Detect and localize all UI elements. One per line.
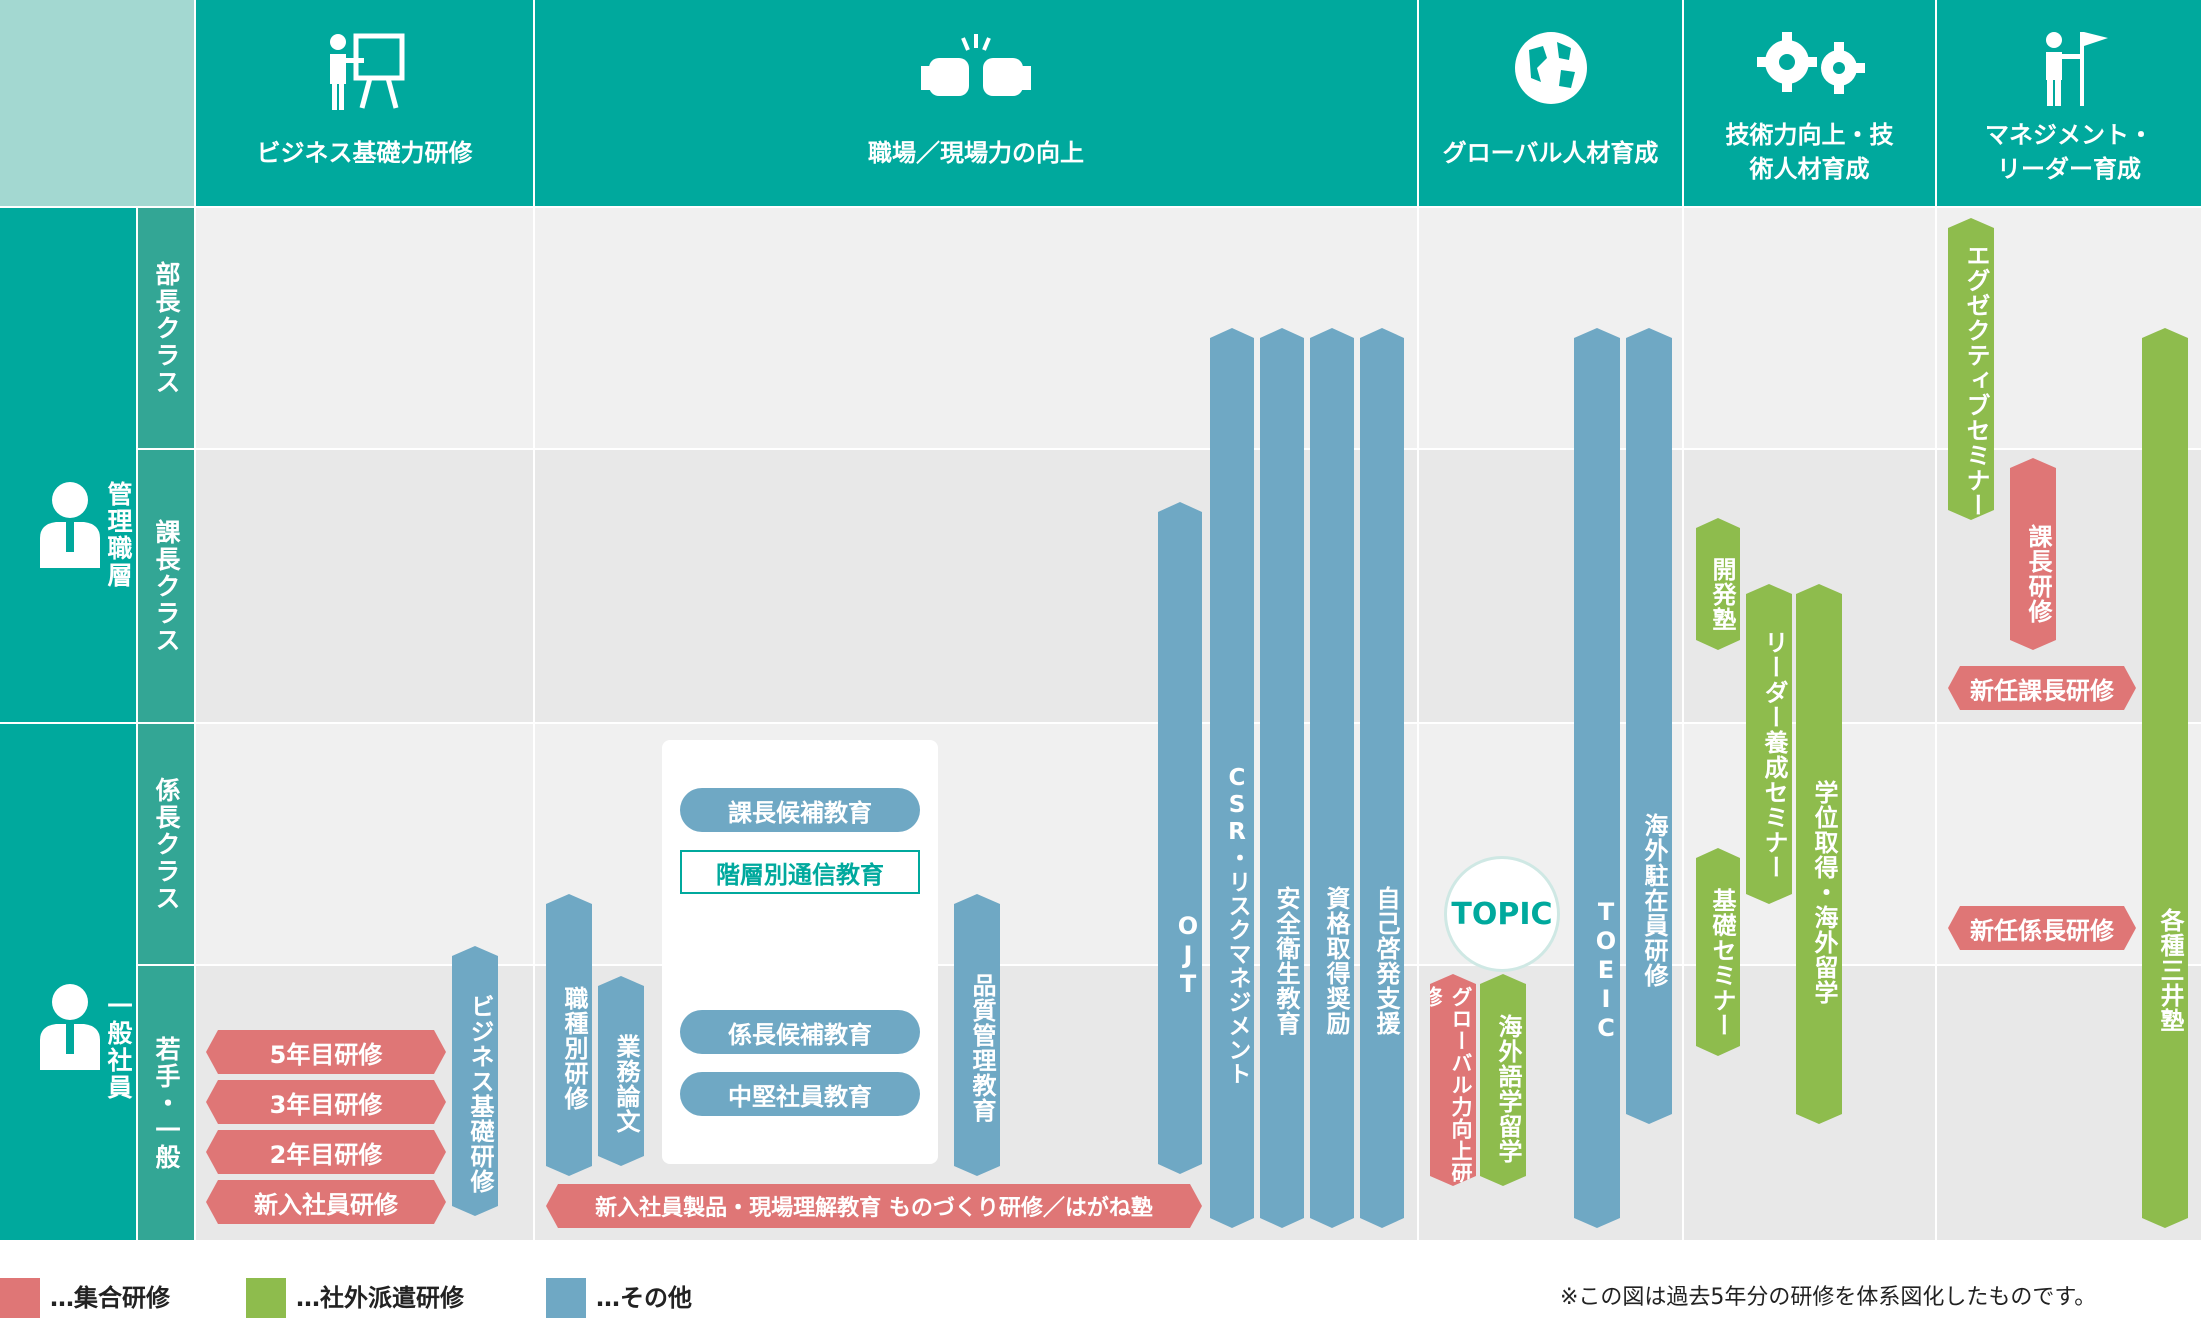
program-mitsui: 各種三井塾 xyxy=(2142,328,2188,1228)
program-new-kakaricho: 新任係長研修 xyxy=(1948,906,2136,950)
header-management-title: マネジメント・リーダー育成 xyxy=(1985,121,2153,183)
program-toeic: TOEIC xyxy=(1574,328,1620,1228)
grid-divider-3 xyxy=(1682,208,1684,1240)
rank-kakaricho: 係長クラス xyxy=(138,724,194,964)
legend-blue-swatch xyxy=(546,1278,586,1318)
program-safety: 安全衛生教育 xyxy=(1260,328,1304,1228)
program-leader-seminar: リーダー養成セミナー xyxy=(1746,584,1792,904)
rank-kacho: 課長クラス xyxy=(138,450,194,722)
program-ojt: OJT xyxy=(1158,502,1202,1174)
header-management: マネジメント・リーダー育成 xyxy=(1937,0,2201,206)
program-kakaricho-candidate: 係長候補教育 xyxy=(680,1010,920,1054)
rank-bucho: 部長クラス xyxy=(138,208,194,448)
group-manager-label: 管理職層 xyxy=(104,481,133,589)
legend-red-swatch xyxy=(0,1278,40,1318)
legend-red-label: …集合研修 xyxy=(50,1284,170,1312)
manager-person-icon xyxy=(40,482,100,568)
header-workplace-title: 職場／現場力の向上 xyxy=(868,139,1084,167)
employee-person-icon xyxy=(40,984,100,1070)
presentation-icon xyxy=(329,33,404,110)
program-csr: CSR・リスクマネジメント xyxy=(1210,328,1254,1228)
legend-note: ※この図は過去5年分の研修を体系図化したものです。 xyxy=(1560,1285,2097,1310)
program-newcomer-product: 新入社員製品・現場理解教育 ものづくり研修／はがね塾 xyxy=(546,1184,1202,1228)
group-general: 一般社員 xyxy=(0,724,136,1240)
program-quality: 品質管理教育 xyxy=(954,894,1000,1176)
globe-icon xyxy=(1514,32,1587,104)
program-newcomer: 新入社員研修 xyxy=(206,1180,446,1224)
header-workplace: 職場／現場力の向上 xyxy=(535,0,1417,206)
grid-divider-1 xyxy=(533,208,535,1240)
grid-divider-4 xyxy=(1935,208,1937,1240)
header-global: グローバル人材育成 xyxy=(1419,0,1682,206)
grid-divider-2 xyxy=(1417,208,1419,1240)
topic-label: TOPIC xyxy=(1451,896,1553,932)
legend-blue-label: …その他 xyxy=(596,1284,692,1312)
header-business: ビジネス基礎力研修 xyxy=(196,0,533,206)
header-corner xyxy=(0,0,194,206)
group-manager: 管理職層 xyxy=(0,208,136,722)
program-kacho-candidate: 課長候補教育 xyxy=(680,788,920,832)
program-mid-level: 中堅社員教育 xyxy=(680,1072,920,1116)
program-year3: 3年目研修 xyxy=(206,1080,446,1124)
header-tech-title: 技術力向上・技術人材育成 xyxy=(1725,121,1894,183)
grid-row-bucho xyxy=(196,208,2201,448)
program-kaihatsu: 開発塾 xyxy=(1696,518,1740,650)
header-tech: 技術力向上・技術人材育成 xyxy=(1684,0,1935,206)
program-kacho-training: 課長研修 xyxy=(2010,458,2056,650)
program-year2: 2年目研修 xyxy=(206,1130,446,1174)
program-year5: 5年目研修 xyxy=(206,1030,446,1074)
program-study-abroad: 海外語学留学 xyxy=(1480,974,1526,1186)
legend-green-swatch xyxy=(246,1278,286,1318)
header-global-title: グローバル人材育成 xyxy=(1442,139,1659,167)
program-overseas: 海外駐在員研修 xyxy=(1626,328,1672,1124)
gears-icon xyxy=(1756,32,1865,94)
program-business-basic: ビジネス基礎研修 xyxy=(452,946,498,1216)
program-global-training: グローバル力向上研修 xyxy=(1430,974,1476,1186)
program-thesis: 業務論文 xyxy=(598,976,644,1166)
topic-bubble: TOPIC xyxy=(1444,856,1560,972)
leader-flag-icon xyxy=(2046,32,2108,106)
program-job-type: 職種別研修 xyxy=(546,894,592,1176)
program-self-dev: 自己啓発支援 xyxy=(1360,328,1404,1228)
program-qualification: 資格取得奨励 xyxy=(1310,328,1354,1228)
program-basic-seminar: 基礎セミナー xyxy=(1696,848,1740,1056)
group-general-label: 一般社員 xyxy=(104,993,133,1101)
fist-bump-icon xyxy=(921,34,1031,96)
program-degree: 学位取得・海外留学 xyxy=(1796,584,1842,1124)
program-executive: エグゼクティブセミナー xyxy=(1948,218,1994,520)
header-business-title: ビジネス基礎力研修 xyxy=(256,139,473,167)
program-new-kacho: 新任課長研修 xyxy=(1948,666,2136,710)
rank-wakate: 若手・一般 xyxy=(138,966,194,1240)
program-correspondence: 階層別通信教育 xyxy=(680,850,920,894)
legend-green-label: …社外派遣研修 xyxy=(296,1284,464,1312)
